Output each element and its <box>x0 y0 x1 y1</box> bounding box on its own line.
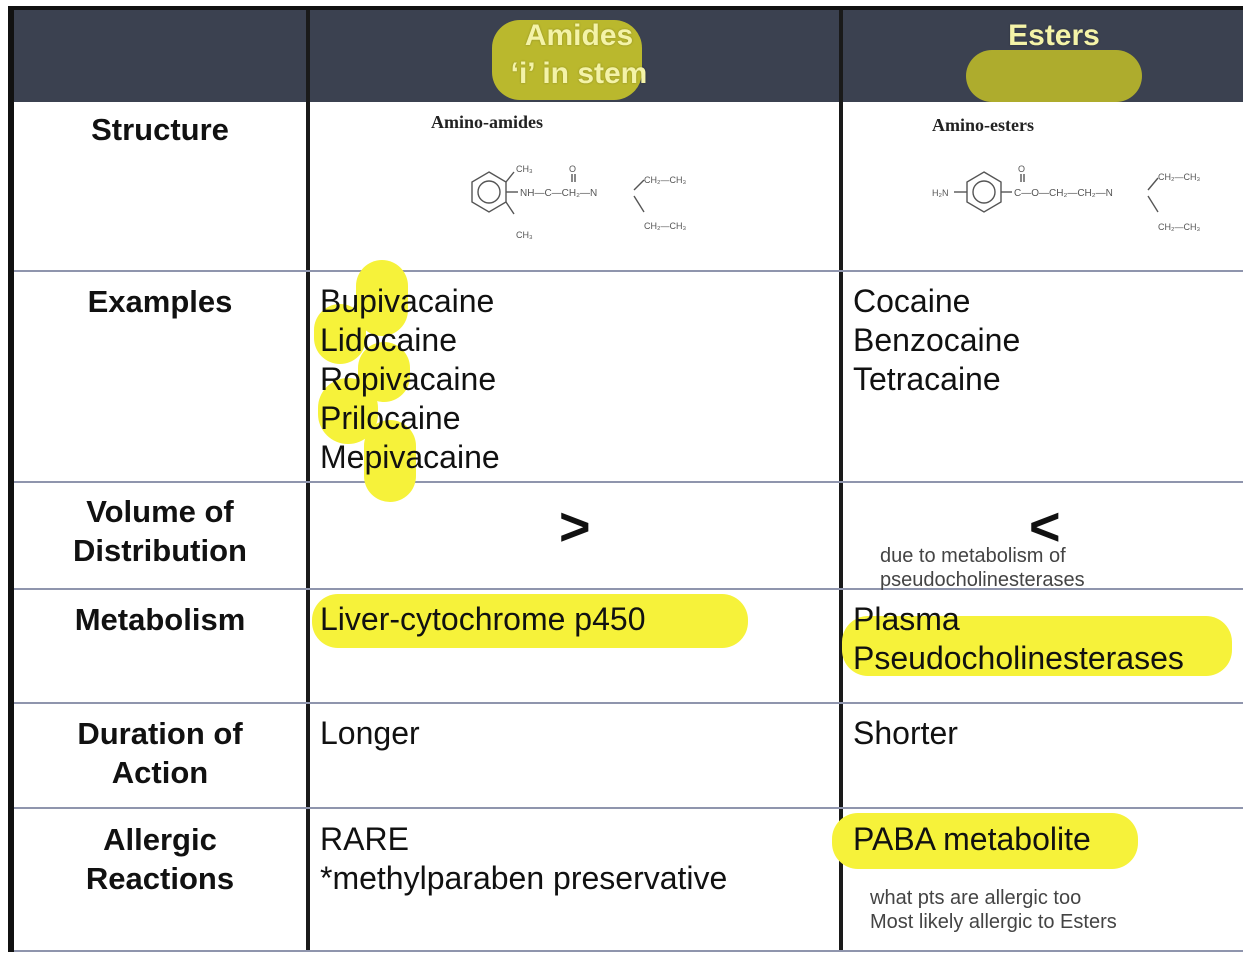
duration-label-line2: Action <box>111 755 209 790</box>
ester-h2n: H₂N <box>932 188 949 198</box>
row-divider <box>14 702 1243 704</box>
esters-allergic: PABA metabolite <box>853 821 1091 857</box>
esters-examples-list: Cocaine Benzocaine Tetracaine <box>853 282 1020 399</box>
amides-allergic: RARE *methylparaben preservative <box>320 820 727 898</box>
amino-esters-title: Amino-esters <box>932 115 1034 135</box>
example-prilocaine: Prilocaine <box>320 400 461 436</box>
ester-chain: C—O—CH₂—CH₂—N <box>1014 188 1113 199</box>
amide-ethyl-bottom: CH₂—CH₃ <box>644 221 686 231</box>
ester-ethyl-top: CH₂—CH₃ <box>1158 172 1200 182</box>
ester-carbonyl-o: O <box>1018 164 1025 174</box>
row-divider <box>14 481 1243 483</box>
highlight-pi <box>364 420 416 502</box>
highlight-amides-header <box>492 20 642 100</box>
row-label-volume: Volume of Distribution <box>14 492 306 570</box>
amides-header-title: Amides <box>524 19 634 52</box>
esters-metabolism: Plasma Pseudocholinesterases <box>853 600 1184 678</box>
example-bupivacaine: Bupivacaine <box>320 283 495 319</box>
example-cocaine: Cocaine <box>853 283 971 319</box>
row-label-examples: Examples <box>87 284 233 319</box>
ester-ethyl-bottom: CH₂—CH₃ <box>1158 222 1200 232</box>
allergic-rare: RARE <box>320 821 409 857</box>
highlight-paba <box>832 813 1138 869</box>
amides-metabolism: Liver-cytochrome p450 <box>320 601 646 637</box>
amide-ethyl-top: CH₂—CH₃ <box>644 175 686 185</box>
row-divider <box>14 588 1243 590</box>
amide-ch3-bottom: CH₃ <box>516 230 533 240</box>
amides-header-subtitle: ‘i’ in stem <box>510 57 648 90</box>
esters-allergic-note: what pts are allergic too Most likely al… <box>870 886 1117 934</box>
esters-volume-note: due to metabolism of pseudocholinesteras… <box>880 544 1085 592</box>
volume-note-line1: due to metabolism of <box>880 545 1066 567</box>
row-label-metabolism: Metabolism <box>74 602 246 637</box>
allergic-methylparaben: *methylparaben preservative <box>320 860 728 896</box>
example-lidocaine: Lidocaine <box>320 322 457 358</box>
ester-structure-diagram: H₂N O C—O—CH₂—CH₂—N CH₂—CH₃ CH₂—CH₃ <box>932 164 1200 232</box>
row-label-allergic: Allergic Reactions <box>14 820 306 898</box>
example-ropivacaine: Ropivacaine <box>320 361 497 397</box>
esters-volume-symbol: < <box>1029 497 1061 557</box>
highlight-li <box>314 304 366 364</box>
volume-label-line2: Distribution <box>73 533 247 568</box>
amino-amides-title: Amino-amides <box>431 112 543 132</box>
amides-duration: Longer <box>320 715 420 751</box>
duration-label-line1: Duration of <box>77 716 243 751</box>
allergic-label-line1: Allergic <box>103 822 217 857</box>
row-divider <box>14 270 1243 272</box>
esters-duration: Shorter <box>853 715 958 751</box>
amide-carbonyl-o: O <box>569 164 576 174</box>
row-label-structure: Structure <box>91 112 229 147</box>
esters-header: Esters <box>1008 19 1100 52</box>
allergic-note-line1: what pts are allergic too <box>870 887 1082 909</box>
example-tetracaine: Tetracaine <box>853 361 1001 397</box>
amides-examples-list: Bupivacaine Lidocaine Ropivacaine Priloc… <box>320 282 500 477</box>
allergic-note-line2: Most likely allergic to Esters <box>870 911 1117 933</box>
example-mepivacaine: Mepivacaine <box>320 439 500 475</box>
highlight-liver <box>312 594 748 648</box>
highlight-pseudocholinesterases <box>842 616 1232 676</box>
amide-structure-diagram: CH₃ CH₃ O NH—C—CH₂—N CH₂—CH₃ CH₂—CH₃ <box>471 164 686 240</box>
highlight-esters-header <box>966 50 1142 102</box>
volume-label-line1: Volume of <box>86 494 234 529</box>
amides-volume-symbol: > <box>559 497 591 557</box>
amide-ch3-top: CH₃ <box>516 164 533 174</box>
amide-chain: NH—C—CH₂—N <box>520 188 597 199</box>
example-benzocaine: Benzocaine <box>853 322 1021 358</box>
row-divider <box>14 807 1243 809</box>
table-bottom-line <box>14 950 1243 952</box>
comparison-table: Amides ‘i’ in stem Esters Structure Amin… <box>8 6 1243 952</box>
volume-note-line2: pseudocholinesterases <box>880 569 1085 591</box>
amides-header: Amides ‘i’ in stem <box>474 17 684 93</box>
allergic-label-line2: Reactions <box>85 861 235 896</box>
esters-metabolism-line1: Plasma <box>853 601 960 637</box>
esters-metabolism-line2: Pseudocholinesterases <box>853 640 1184 676</box>
row-label-duration: Duration of Action <box>14 714 306 792</box>
